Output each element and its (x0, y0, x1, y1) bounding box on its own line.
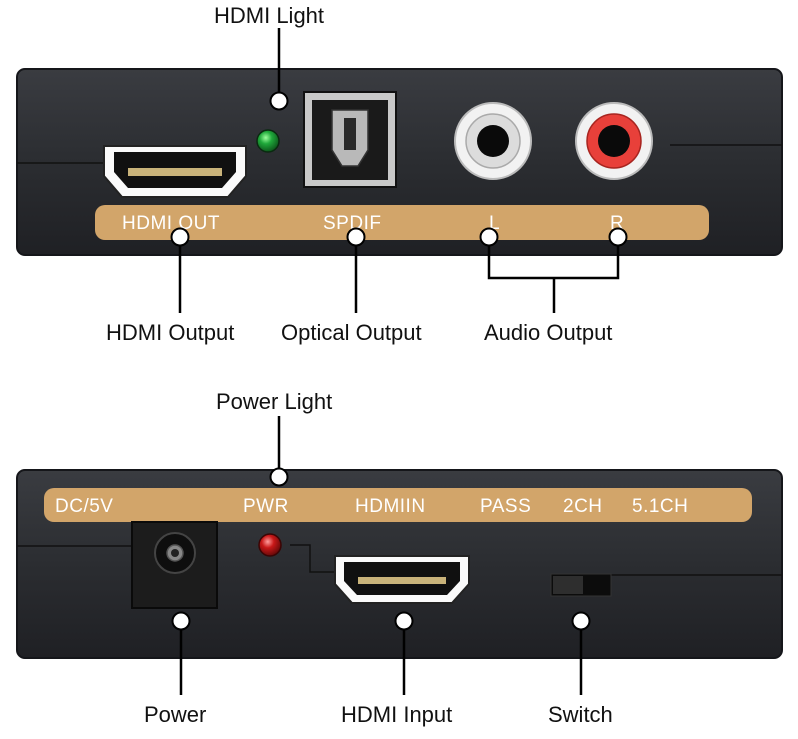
label-dc: DC/5V (55, 496, 113, 517)
rca-left-jack (454, 102, 532, 180)
label-spdif: SPDIF (323, 213, 381, 234)
callout-hdmi-input: HDMI Input (341, 702, 452, 727)
callout-switch: Switch (548, 702, 613, 727)
callout-power-light: Power Light (216, 389, 332, 414)
callout-optical-output: Optical Output (281, 320, 422, 345)
mode-switch (550, 573, 612, 597)
rca-right-jack (575, 102, 653, 180)
top-device-panel: HDMI OUT SPDIF L R (16, 68, 783, 256)
label-5-1ch: 5.1CH (632, 496, 688, 517)
hdmi-output-port (103, 145, 247, 198)
label-hdmi-out: HDMI OUT (122, 213, 220, 234)
label-hdmi-in: HDMIIN (355, 496, 426, 517)
label-left: L (489, 213, 500, 234)
top-callout-lines (170, 28, 628, 313)
callout-hdmi-output: HDMI Output (106, 320, 234, 345)
callout-hdmi-light: HDMI Light (214, 3, 324, 28)
dc-power-jack (131, 521, 218, 609)
callout-power: Power (144, 702, 206, 727)
label-2ch: 2CH (563, 496, 603, 517)
bottom-callout-lines (171, 416, 591, 695)
hdmi-light-led (256, 129, 280, 153)
optical-output-port (303, 91, 397, 188)
top-label-strip (95, 205, 709, 240)
bottom-device-panel: DC/5V PWR HDMIIN PASS 2CH 5.1CH (16, 469, 783, 659)
power-light-led (258, 533, 282, 557)
hdmi-input-port (334, 555, 470, 604)
label-pwr: PWR (243, 496, 289, 517)
callout-audio-output: Audio Output (484, 320, 612, 345)
bottom-label-strip (44, 488, 752, 522)
label-pass: PASS (480, 496, 531, 517)
